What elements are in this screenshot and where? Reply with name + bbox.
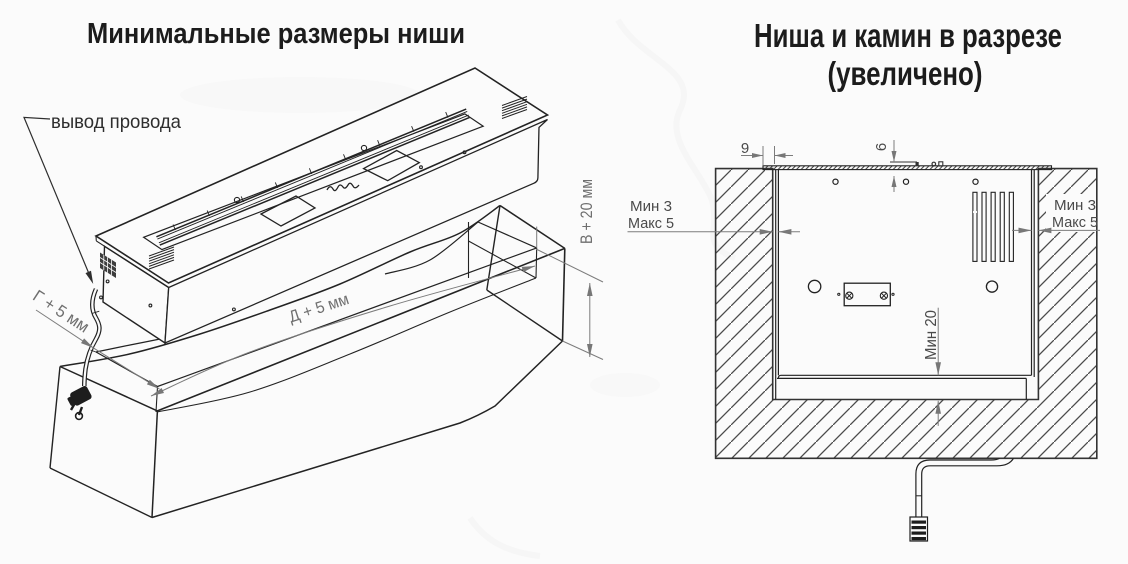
svg-text:Макс 5: Макс 5 [628, 215, 674, 232]
svg-text:(увеличено): (увеличено) [828, 56, 983, 93]
svg-text:Минимальные размеры ниши: Минимальные размеры ниши [87, 17, 465, 49]
svg-text:Ниша и камин в разрезе: Ниша и камин в разрезе [754, 18, 1062, 55]
svg-text:вывод провода: вывод провода [51, 111, 181, 133]
svg-text:Мин 3: Мин 3 [630, 198, 672, 215]
svg-text:Мин 3: Мин 3 [1054, 197, 1096, 214]
svg-text:9: 9 [741, 140, 749, 157]
svg-text:Макс 5: Макс 5 [1052, 214, 1098, 231]
svg-text:В + 20 мм: В + 20 мм [577, 179, 596, 244]
svg-text:Мин 20: Мин 20 [923, 310, 940, 360]
svg-text:6: 6 [873, 143, 890, 151]
